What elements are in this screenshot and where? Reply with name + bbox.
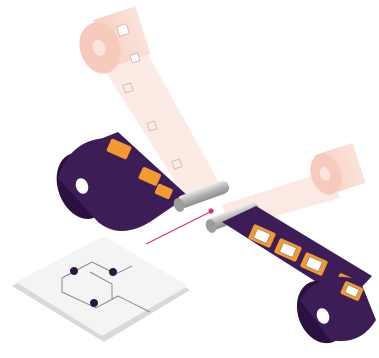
board-contact-left	[70, 267, 78, 275]
board-contact-bottom	[90, 299, 98, 307]
circuit-board	[12, 236, 190, 342]
board-contact-right	[109, 268, 117, 276]
